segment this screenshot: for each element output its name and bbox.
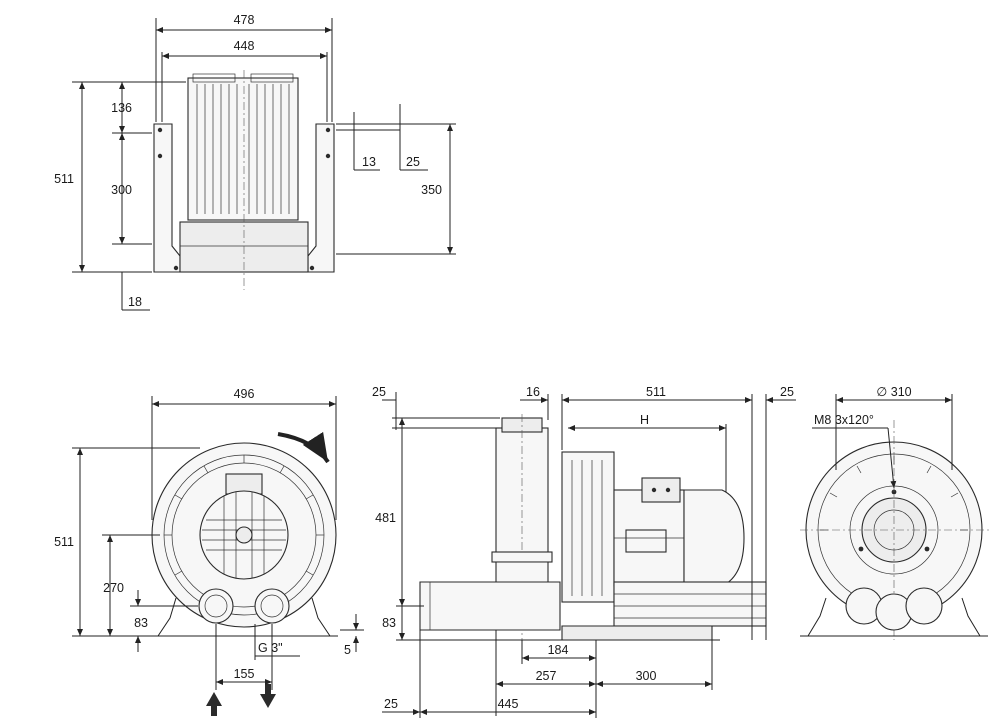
top-view: 478 448 511 136 300 18 13 25 350 <box>54 13 456 311</box>
dim-h: H <box>640 413 649 427</box>
dim-13: 13 <box>362 155 376 169</box>
lower-muffler <box>613 581 767 627</box>
dim-18: 18 <box>128 295 142 309</box>
dim-25-side-bottom: 25 <box>384 697 398 711</box>
dim-257: 257 <box>536 669 557 683</box>
dim-445: 445 <box>498 697 519 711</box>
motor-terminal-box <box>641 477 681 503</box>
dim-5: 5 <box>344 643 351 657</box>
dim-diameter: ∅ 310 <box>876 385 911 399</box>
dim-448: 448 <box>234 39 255 53</box>
dim-bolts: M8 3x120° <box>814 413 874 427</box>
dim-83-side: 83 <box>382 616 396 630</box>
dim-25-side-right: 25 <box>780 385 794 399</box>
dim-300-side: 300 <box>636 669 657 683</box>
silencer-pipe <box>419 581 561 631</box>
dim-496: 496 <box>234 387 255 401</box>
outlet-arrow-icon <box>260 684 276 708</box>
inlet-port <box>198 588 234 624</box>
left-bracket <box>153 123 181 273</box>
front-view: 496 511 270 83 155 G 3" 5 <box>54 387 364 716</box>
dim-25-top: 25 <box>406 155 420 169</box>
dim-478: 478 <box>234 13 255 27</box>
base-frame <box>561 625 713 641</box>
dim-16: 16 <box>526 385 540 399</box>
dim-511-side: 511 <box>646 385 666 399</box>
fan-cover <box>683 489 745 587</box>
motor-fins-outline <box>187 77 299 221</box>
dim-481: 481 <box>375 511 396 525</box>
dim-511-front: 511 <box>54 535 74 549</box>
dim-270: 270 <box>103 581 124 595</box>
dim-300: 300 <box>111 183 132 197</box>
blower-ring <box>561 451 615 603</box>
dim-136: 136 <box>111 101 132 115</box>
dim-511-top: 511 <box>54 172 74 186</box>
dim-350: 350 <box>421 183 442 197</box>
outlet-port <box>254 588 290 624</box>
end-flange <box>861 497 927 563</box>
dim-25-side-top: 25 <box>372 385 386 399</box>
dim-184: 184 <box>548 643 569 657</box>
side-view: 25 16 511 25 H 481 83 184 257 300 <box>372 385 796 718</box>
inlet-arrow-icon <box>206 692 222 716</box>
dim-83-front: 83 <box>134 616 148 630</box>
dim-155: 155 <box>234 667 255 681</box>
right-bracket <box>307 123 335 273</box>
end-view: ∅ 310 M8 3x120° <box>800 385 990 640</box>
rotation-arrow <box>277 431 330 464</box>
dim-g3: G 3" <box>258 641 283 655</box>
